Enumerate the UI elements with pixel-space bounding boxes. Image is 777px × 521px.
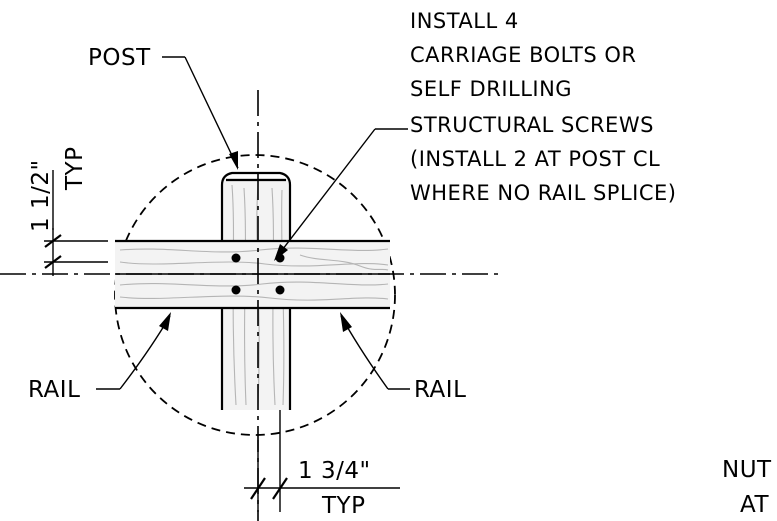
dim-vertical-value: 1 1/2" — [28, 159, 54, 232]
post-label: POST — [88, 45, 151, 71]
rail-left-leader — [96, 312, 171, 390]
dim-vertical-typ: TYP — [62, 147, 88, 191]
note-line-1: INSTALL 4 — [410, 9, 519, 33]
bolt-bottom-left — [231, 285, 241, 295]
dim-horizontal-typ: TYP — [321, 493, 365, 519]
dim-horizontal-value: 1 3/4" — [298, 458, 371, 484]
installation-note: INSTALL 4 CARRIAGE BOLTS OR SELF DRILLIN… — [410, 9, 676, 205]
note-line-5: (INSTALL 2 AT POST CL — [410, 147, 660, 171]
dim-horizontal — [244, 410, 400, 512]
rail-right-leader — [340, 312, 410, 390]
bolt-bottom-right — [275, 285, 285, 295]
cut-off-text-2: AT — [740, 492, 769, 518]
dim-vertical — [44, 170, 108, 276]
note-line-3: SELF DRILLING — [410, 77, 572, 101]
note-leader — [274, 128, 408, 261]
rail-right-label: RAIL — [414, 377, 466, 403]
rail-left-label: RAIL — [28, 377, 80, 403]
cut-off-text-1: NUT — [722, 457, 772, 483]
bolt-top-left — [231, 253, 241, 263]
note-line-6: WHERE NO RAIL SPLICE) — [410, 181, 676, 205]
note-line-2: CARRIAGE BOLTS OR — [410, 43, 636, 67]
note-line-4: STRUCTURAL SCREWS — [410, 113, 654, 137]
post-leader — [162, 56, 239, 170]
